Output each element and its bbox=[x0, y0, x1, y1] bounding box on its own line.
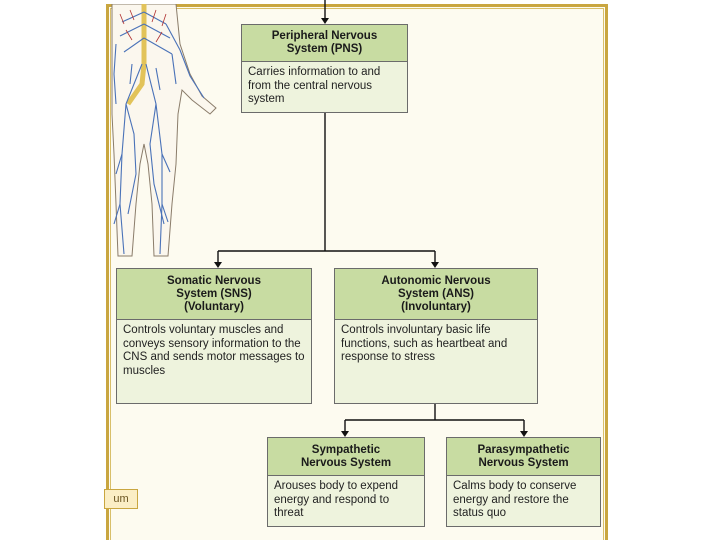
side-tab-label: um bbox=[104, 489, 138, 509]
sns-header: Somatic Nervous System (SNS) (Voluntary) bbox=[117, 269, 311, 320]
pns-box: Peripheral Nervous System (PNS) Carries … bbox=[241, 24, 408, 113]
pns-title-line2: System (PNS) bbox=[286, 43, 363, 55]
sns-title-line3: (Voluntary) bbox=[184, 300, 244, 313]
sns-description: Controls voluntary muscles and conveys s… bbox=[123, 324, 305, 377]
sympathetic-title-line1: Sympathetic bbox=[311, 443, 381, 456]
pns-header: Peripheral Nervous System (PNS) bbox=[242, 25, 407, 62]
sns-title-line2: System (SNS) bbox=[176, 287, 252, 300]
parasympathetic-description: Calms body to conserve energy and restor… bbox=[453, 480, 577, 519]
ans-box: Autonomic Nervous System (ANS) (Involunt… bbox=[334, 268, 538, 404]
sns-title-line1: Somatic Nervous bbox=[167, 274, 261, 287]
diagram-frame-inner bbox=[110, 8, 604, 540]
ans-header: Autonomic Nervous System (ANS) (Involunt… bbox=[335, 269, 537, 320]
ans-title-line2: System (ANS) bbox=[397, 287, 475, 300]
nervous-system-illustration bbox=[111, 4, 217, 257]
sympathetic-title-line2: Nervous System bbox=[300, 456, 392, 469]
parasympathetic-header: Parasympathetic Nervous System bbox=[447, 438, 600, 476]
pns-description: Carries information to and from the cent… bbox=[248, 66, 381, 105]
ans-title-line1: Autonomic Nervous bbox=[381, 274, 491, 287]
parasympathetic-box: Parasympathetic Nervous System Calms bod… bbox=[446, 437, 601, 527]
parasympathetic-title-line2: Nervous System bbox=[478, 456, 569, 469]
sympathetic-description: Arouses body to expend energy and respon… bbox=[274, 480, 399, 519]
ans-description: Controls involuntary basic life function… bbox=[341, 324, 508, 363]
parasympathetic-title-line1: Parasympathetic bbox=[477, 443, 570, 456]
sympathetic-box: Sympathetic Nervous System Arouses body … bbox=[267, 437, 425, 527]
pns-title-line1: Peripheral Nervous bbox=[271, 30, 378, 42]
sns-box: Somatic Nervous System (SNS) (Voluntary)… bbox=[116, 268, 312, 404]
ans-title-line3: (Involuntary) bbox=[401, 300, 471, 313]
sympathetic-header: Sympathetic Nervous System bbox=[268, 438, 424, 476]
